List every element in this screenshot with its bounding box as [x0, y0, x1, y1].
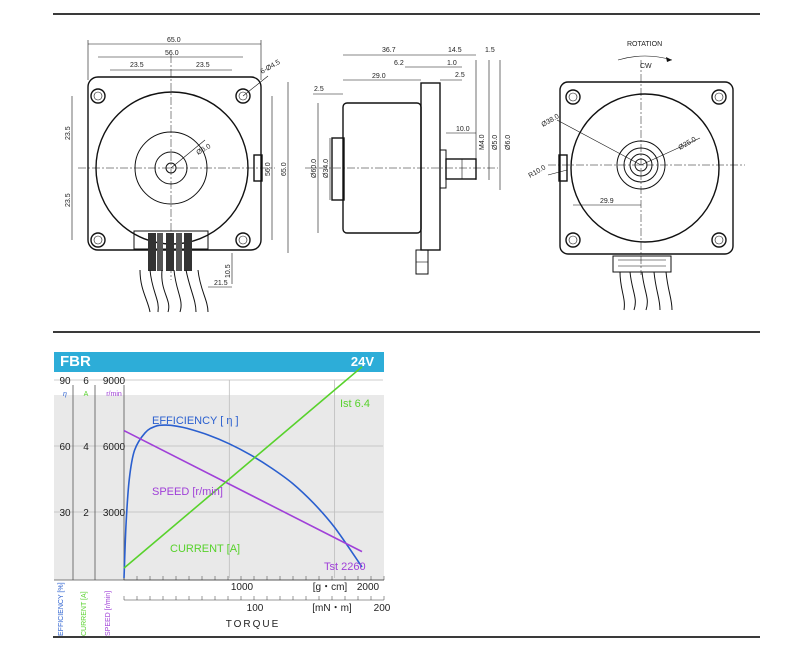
y-tick-1-0: 2 [83, 508, 89, 519]
dim-flange: 1.5 [485, 47, 495, 54]
rear-flange [559, 81, 734, 255]
rear-hole-tl [565, 89, 581, 105]
mount-hole-br-inner [238, 235, 248, 245]
dim-half-left: 23.5 [130, 62, 144, 69]
dim-shaft-len: 10.0 [456, 126, 470, 133]
series-label-0: EFFICIENCY [ η ] [152, 415, 239, 427]
dim-right-outer: 65.0 [281, 162, 288, 176]
x-axis-title: TORQUE [226, 619, 281, 630]
rear-hole-br [711, 232, 727, 248]
dim-shaft-a: 1.0 [447, 60, 457, 67]
mount-hole-tr [235, 88, 251, 104]
dim-body: 36.7 [382, 47, 396, 54]
y-tick-2-0: 3000 [103, 508, 126, 519]
dim-can-outer: Ø60.0 [311, 159, 318, 178]
series-lines [123, 366, 363, 579]
y-axis-max-0: 90 [59, 376, 71, 387]
rear-notch [558, 154, 568, 182]
dim-lead-offset: 10.5 [225, 264, 232, 278]
chart-title: FBR [60, 353, 91, 370]
mount-hole-bl [90, 232, 106, 248]
x-unit-bottom: [mN・m] [312, 603, 352, 614]
dim-bolt-pitch: 56.0 [165, 50, 179, 57]
motor-dimension-drawing: 65.0 56.0 23.5 23.5 6-Ø4.5 Ø6.0 23.5 23.… [65, 37, 745, 313]
side-rear-cap [331, 137, 345, 201]
dim-step: 6.2 [394, 60, 404, 67]
dim-back: 2.5 [314, 86, 324, 93]
lead-wires [133, 230, 209, 313]
dim-can-inner: Ø34.0 [323, 159, 330, 178]
dim-lead-width: 21.5 [214, 280, 228, 287]
series-line-2 [123, 366, 363, 569]
y-axis-max-2: 9000 [103, 376, 126, 387]
x-tick-bottom-1: 200 [374, 603, 391, 614]
rear-hole-bl-inner [568, 235, 578, 245]
rear-hole-tl-inner [568, 92, 578, 102]
dim-left-top: 23.5 [65, 126, 72, 140]
rear-hole-tr-inner [714, 92, 724, 102]
rotation-label: ROTATION [627, 41, 662, 48]
top-rule [53, 13, 760, 15]
y-tick-0-1: 60 [59, 442, 71, 453]
bottom-rule [53, 636, 760, 638]
rear-body-circle [570, 93, 720, 243]
mount-hole-tl [90, 88, 106, 104]
dim-left-bottom: 23.5 [65, 193, 72, 207]
dim-shaft-b: 2.5 [455, 72, 465, 79]
dim-can: 29.0 [372, 73, 386, 80]
rear-connector [612, 255, 673, 311]
x-tick-top-0: 1000 [231, 582, 254, 593]
middle-rule [53, 331, 760, 333]
rear-hole-tr [711, 89, 727, 105]
dim-right-inner: 56.0 [265, 162, 272, 176]
chart-header: FBR 24V [54, 352, 384, 372]
series-line-0 [123, 424, 363, 579]
rear-hole-bl [565, 232, 581, 248]
series-label-1: SPEED [r/min] [152, 486, 223, 498]
rear-hole-br-inner [714, 235, 724, 245]
series-labels: EFFICIENCY [ η ] SPEED [r/min] CURRENT [A]… [152, 398, 370, 573]
mount-hole-tr-inner [238, 91, 248, 101]
y-axis-unit-2: r/min [106, 391, 122, 398]
y-tick-2-1: 6000 [103, 442, 126, 453]
front-flange [87, 76, 262, 251]
y-axis-unit-1: A [84, 391, 89, 398]
y-axis-title-1: CURRENT [A] [81, 591, 88, 636]
series-label-2: CURRENT [A] [170, 543, 240, 555]
y-axis-max-1: 6 [83, 376, 89, 387]
dim-shaft-dia: Ø5.0 [492, 135, 499, 150]
dim-half-right: 23.5 [196, 62, 210, 69]
y-axis-unit-0: η [63, 391, 67, 398]
dim-collar-dia: Ø6.0 [505, 135, 512, 150]
mount-hole-bl-inner [93, 235, 103, 245]
y-tick-1-1: 4 [83, 442, 89, 453]
dim-offset: 29.9 [600, 198, 614, 205]
y-axis-title-0: EFFICIENCY [%] [58, 582, 65, 636]
y-axis-title-2: SPEED [r/min] [105, 591, 112, 636]
dim-overall-width: 65.0 [167, 37, 181, 44]
annotation-ist: Ist 6.4 [340, 398, 370, 410]
x-tick-top-1: 2000 [357, 582, 380, 593]
series-line-1 [123, 429, 363, 553]
mount-hole-tl-inner [93, 91, 103, 101]
annotation-tst: Tst 2260 [324, 561, 366, 573]
side-view: 36.7 14.5 1.5 6.2 1.0 29.0 2.5 2.5 10.0 … [305, 47, 512, 275]
mount-hole-br [235, 232, 251, 248]
x-tick-bottom-0: 100 [247, 603, 264, 614]
chart-voltage: 24V [350, 354, 374, 369]
rotation-dir: CW [640, 63, 652, 70]
dim-front: 14.5 [448, 47, 462, 54]
y-tick-0-0: 30 [59, 508, 71, 519]
x-unit-top: [g・cm] [313, 582, 348, 593]
dim-thread: M4.0 [479, 134, 486, 150]
